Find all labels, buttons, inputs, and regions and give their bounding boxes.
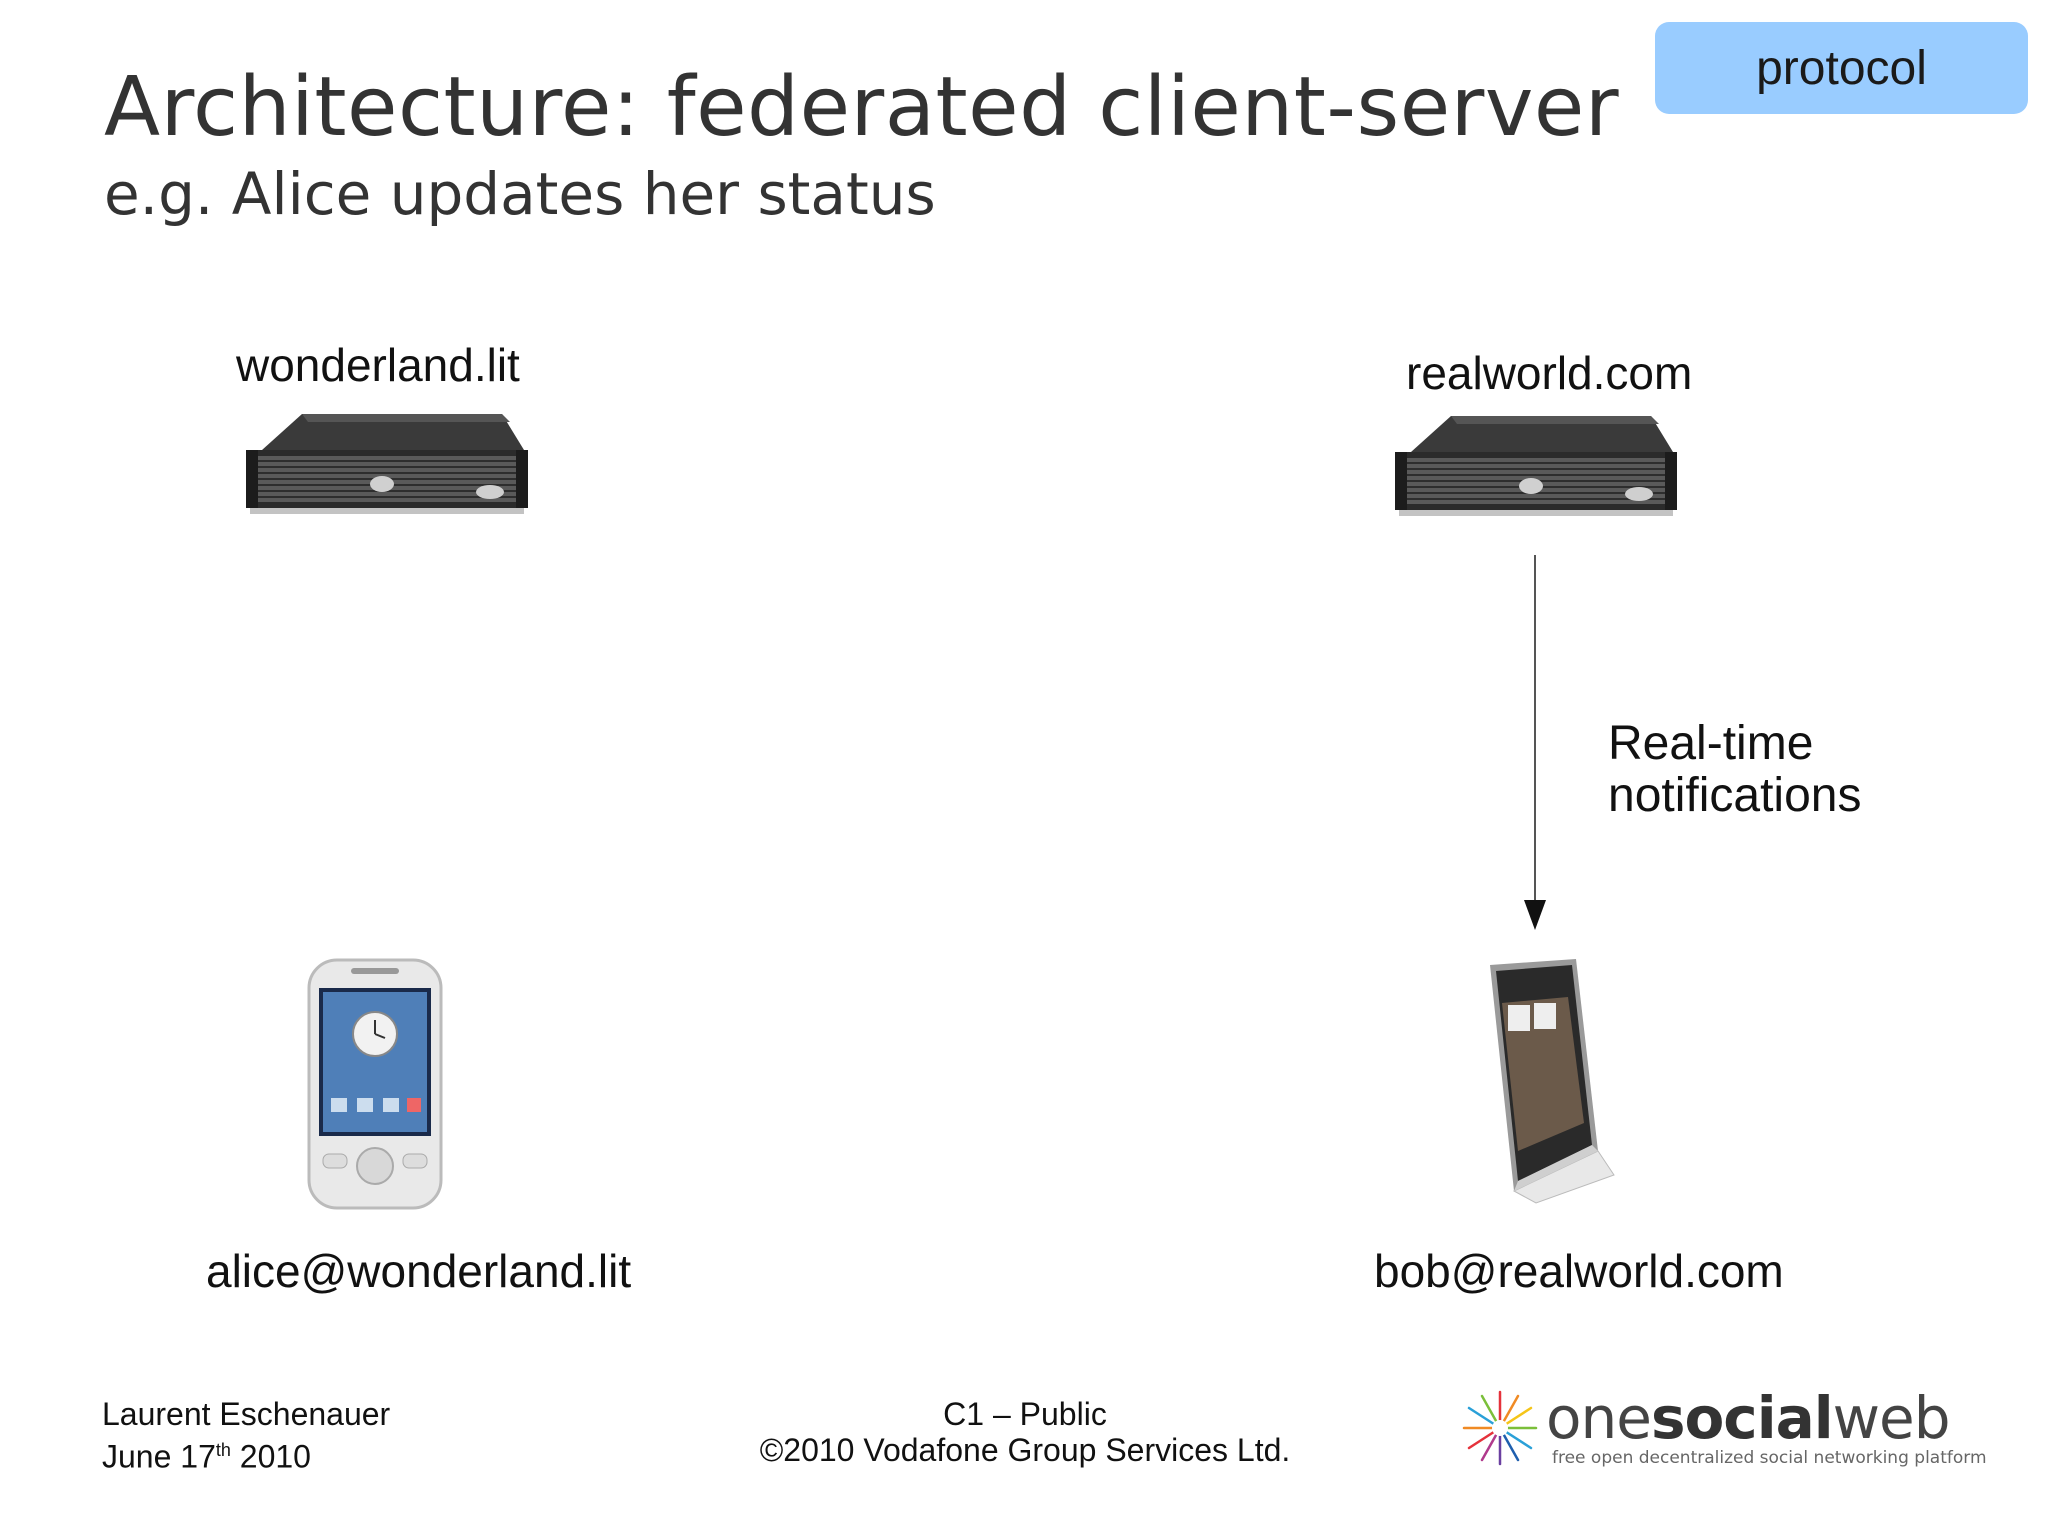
footer-classification: C1 – Public bbox=[943, 1396, 1107, 1432]
footer-author-block: Laurent Eschenauer June 17th 2010 bbox=[102, 1396, 390, 1475]
slide-title: Architecture: federated client-server bbox=[104, 60, 1620, 155]
server-label-realworld: realworld.com bbox=[1406, 347, 1693, 399]
logo-word-one: one bbox=[1546, 1384, 1652, 1452]
logo-word-web: web bbox=[1832, 1384, 1951, 1452]
footer-author: Laurent Eschenauer bbox=[102, 1396, 391, 1432]
footer-date: June 17th 2010 bbox=[102, 1432, 390, 1475]
footer-date-sup: th bbox=[215, 1440, 231, 1460]
logo-burst-icon bbox=[1462, 1390, 1538, 1466]
footer-date-suffix: 2010 bbox=[230, 1438, 311, 1475]
client-label-bob: bob@realworld.com bbox=[1374, 1245, 1784, 1297]
footer-copyright: ©2010 Vodafone Group Services Ltd. bbox=[759, 1432, 1291, 1468]
edge-label-line2: notifications bbox=[1608, 769, 1862, 822]
logo-tagline: free open decentralized social networkin… bbox=[1552, 1448, 1987, 1468]
smartphone-icon bbox=[1474, 955, 1624, 1207]
smartphone-icon bbox=[305, 958, 445, 1210]
server-icon bbox=[1391, 412, 1681, 520]
protocol-badge: protocol bbox=[1655, 22, 2028, 114]
edge-label-line1: Real-time bbox=[1608, 717, 1814, 770]
edge-label: Real-time notifications bbox=[1608, 718, 1861, 822]
notification-arrow bbox=[1520, 555, 1550, 935]
footer-date-prefix: June 17 bbox=[102, 1438, 216, 1475]
logo-word-social: social bbox=[1650, 1384, 1834, 1452]
logo-wordmark: onesocialweb bbox=[1546, 1384, 1951, 1452]
footer-center-block: C1 – Public ©2010 Vodafone Group Service… bbox=[700, 1396, 1350, 1468]
server-icon bbox=[242, 410, 532, 518]
slide-subtitle: e.g. Alice updates her status bbox=[104, 160, 936, 228]
server-label-wonderland: wonderland.lit bbox=[236, 339, 520, 391]
client-label-alice: alice@wonderland.lit bbox=[206, 1245, 632, 1297]
